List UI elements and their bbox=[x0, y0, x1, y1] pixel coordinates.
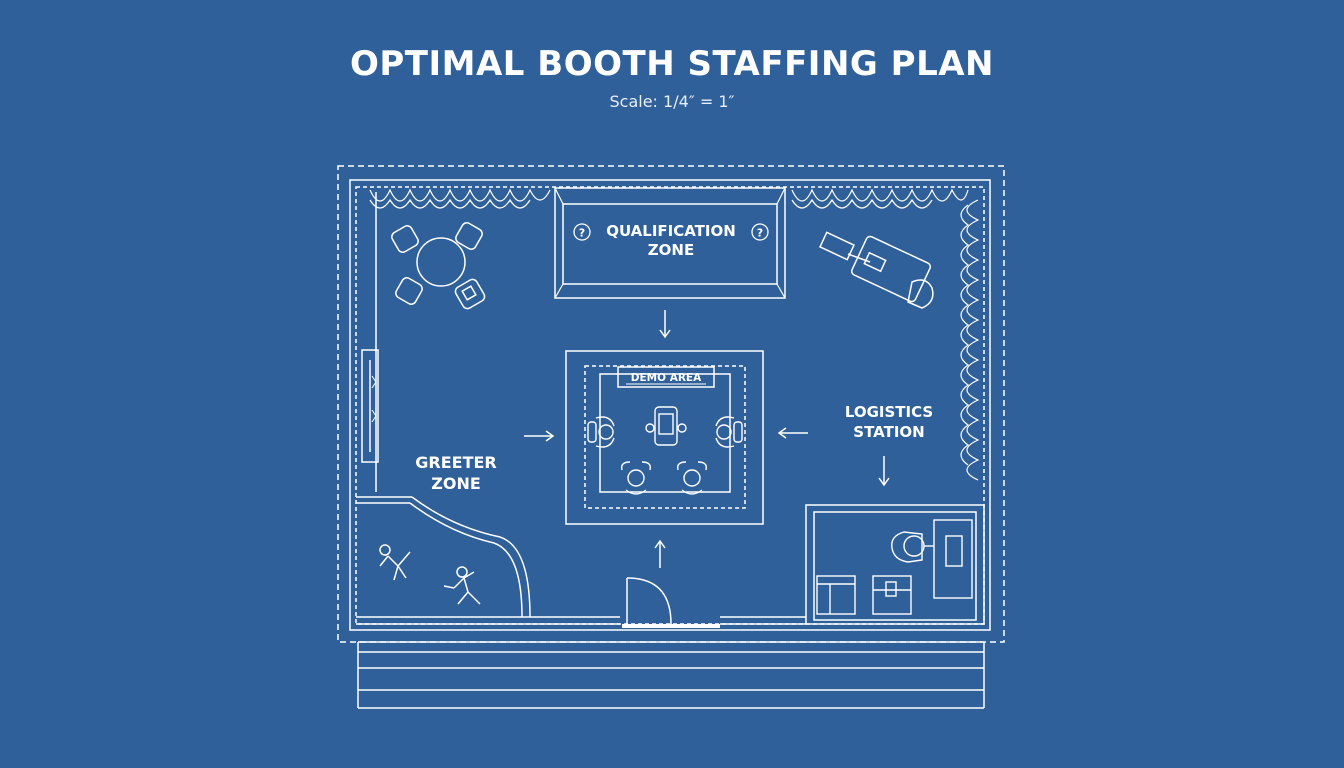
storage-box-icon bbox=[816, 575, 856, 615]
qualification-zone-label: QUALIFICATION bbox=[606, 222, 736, 240]
storage-box-icon bbox=[872, 575, 912, 615]
demo-area bbox=[565, 350, 764, 525]
demo-area-sign bbox=[617, 366, 715, 388]
question-marker-right bbox=[751, 223, 769, 241]
curtain-right bbox=[960, 199, 980, 481]
flow-arrows bbox=[524, 310, 890, 568]
plan-title: OPTIMAL BOOTH STAFFING PLAN bbox=[349, 44, 995, 84]
greeter-staff-icons bbox=[379, 544, 481, 605]
curtain-top-right bbox=[791, 188, 969, 209]
arrow-down-icon bbox=[659, 310, 671, 339]
logistics-station-label: LOGISTICS bbox=[845, 403, 933, 421]
qualification-zone-label-2: ZONE bbox=[648, 241, 694, 259]
visitor-person-icon bbox=[676, 461, 708, 495]
scale-note: Scale: 1/4″ = 1″ bbox=[609, 92, 735, 111]
booth-outer-wall bbox=[349, 179, 991, 631]
visitor-person-icon bbox=[620, 461, 652, 495]
workstation-icon bbox=[891, 519, 973, 599]
greeter-zone-room bbox=[356, 496, 620, 625]
staff-person-icon bbox=[715, 416, 743, 448]
storage-box-icons bbox=[816, 575, 912, 615]
question-marker-left-glyph: ? bbox=[579, 227, 585, 240]
greeter-person-icon bbox=[443, 566, 481, 605]
arrow-up-icon bbox=[654, 539, 666, 568]
question-marker-right-glyph: ? bbox=[757, 227, 763, 240]
question-marker-left bbox=[573, 223, 591, 241]
front-platform bbox=[357, 641, 985, 709]
curtain-top-left bbox=[369, 188, 551, 209]
greeter-person-icon bbox=[379, 544, 411, 581]
demo-staff-icons bbox=[587, 416, 743, 495]
entrance-door bbox=[622, 577, 806, 628]
greeter-zone-label: GREETER bbox=[415, 453, 496, 472]
wall-monitor-icon bbox=[361, 349, 379, 463]
staff-person-icon bbox=[587, 416, 615, 448]
greeter-zone-label-2: ZONE bbox=[431, 474, 481, 493]
logistics-room bbox=[805, 504, 985, 625]
arrow-down-icon bbox=[878, 456, 890, 487]
logistics-station-label-2: STATION bbox=[853, 423, 924, 441]
demo-area-label: DEMO AREA bbox=[631, 372, 702, 384]
meeting-table-icon bbox=[391, 222, 486, 310]
arrow-left-icon bbox=[777, 427, 808, 439]
demo-tablet-icon bbox=[645, 406, 687, 446]
arrow-right-icon bbox=[524, 430, 555, 442]
equipment-cart-icon bbox=[819, 231, 934, 309]
qualification-zone: ? ? QUALIFICATION ZONE bbox=[554, 187, 786, 299]
